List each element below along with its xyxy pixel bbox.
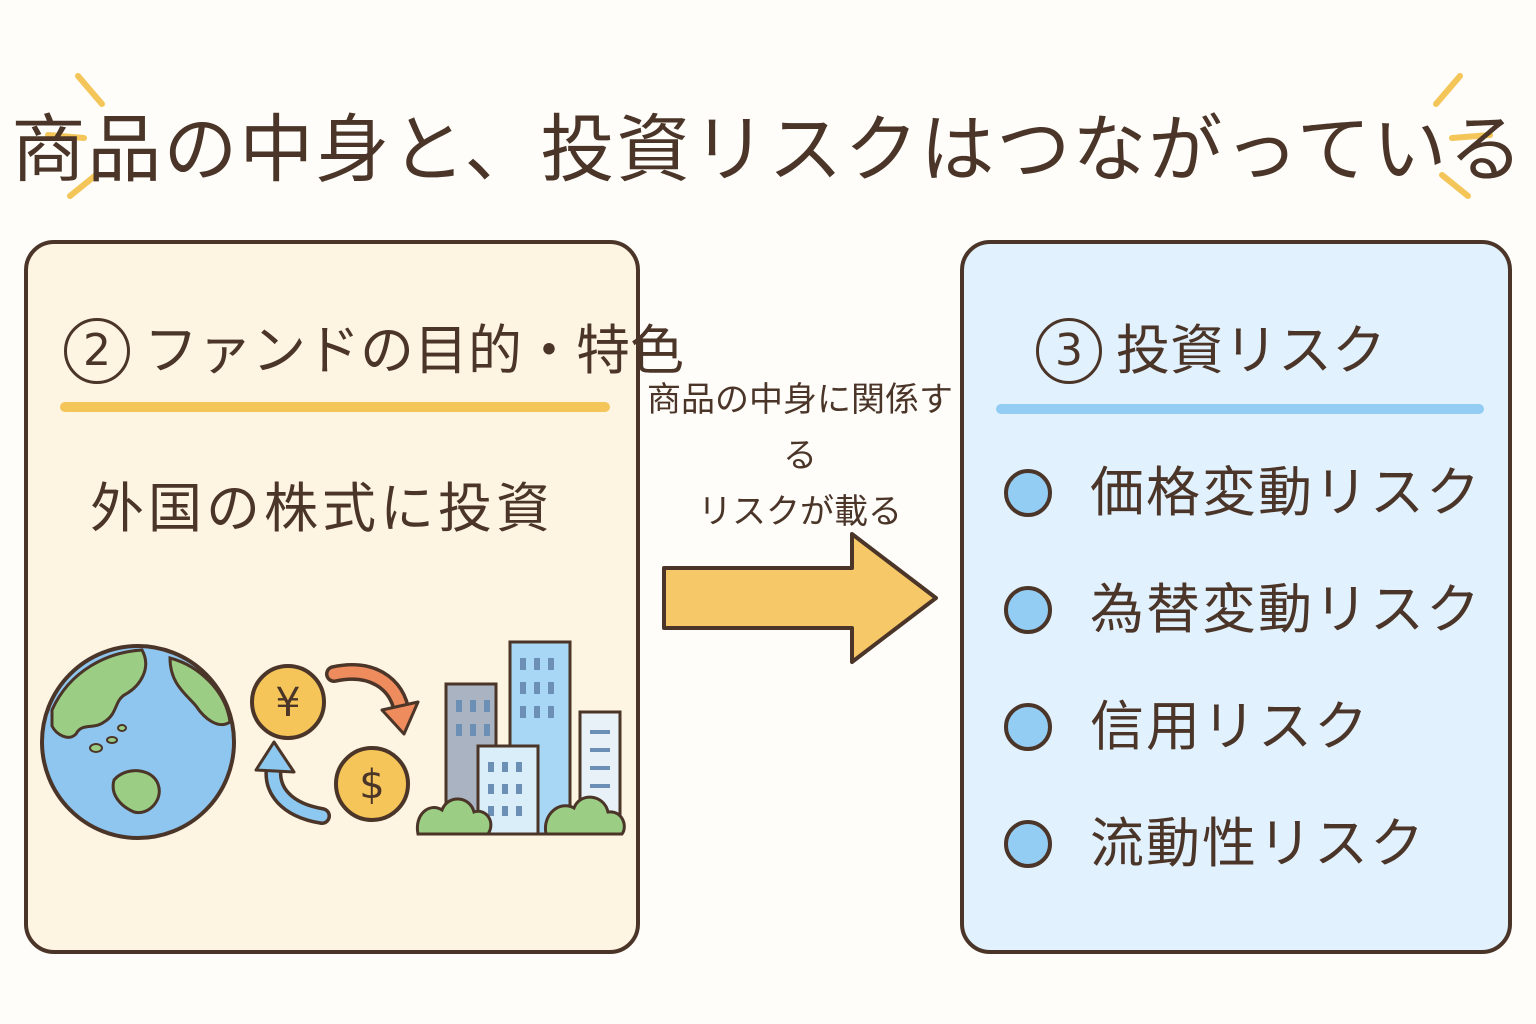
fund-purpose-title: ファンドの目的・特色 [144, 319, 684, 382]
list-item: 為替変動リスク [1004, 581, 1482, 639]
risk-label: 為替変動リスク [1090, 578, 1482, 641]
exchange-arrow-icon [325, 662, 420, 736]
list-item: 流動性リスク [1004, 815, 1482, 873]
step-number-badge: 3 [1036, 318, 1102, 384]
bullet-dot-icon [1004, 820, 1052, 868]
svg-text:¥: ¥ [275, 680, 300, 726]
return-arrow-icon [254, 740, 331, 825]
dollar-coin-icon: $ [334, 746, 410, 822]
right-arrow-icon [662, 532, 938, 664]
caption-line-1: 商品の中身に関係する [647, 380, 953, 476]
investment-risk-panel: 3 投資リスク 価格変動リスク 為替変動リスク 信用リスク 流動性リスク [960, 240, 1512, 954]
globe-icon [40, 644, 236, 840]
risk-label: 流動性リスク [1090, 812, 1426, 875]
bullet-dot-icon [1004, 469, 1052, 517]
sparkle-icons [45, 73, 1493, 199]
fund-description: 外国の株式に投資 [90, 477, 554, 540]
bullet-dot-icon [1004, 703, 1052, 751]
foreign-stock-illustration: ¥ $ [40, 640, 626, 840]
caption-line-2: リスクが載る [698, 492, 902, 532]
heading-underline [996, 404, 1484, 414]
risk-list: 価格変動リスク 為替変動リスク 信用リスク 流動性リスク [1004, 464, 1482, 932]
fund-purpose-heading: 2 ファンドの目的・特色 [64, 318, 684, 384]
risk-label: 価格変動リスク [1090, 461, 1482, 524]
investment-risk-title: 投資リスク [1116, 319, 1386, 382]
main-title: 商品の中身と、投資リスクはつながっている [11, 107, 1525, 193]
connector-caption: 商品の中身に関係する リスクが載る [640, 372, 960, 540]
investment-risk-heading: 3 投資リスク [1036, 318, 1386, 384]
bullet-dot-icon [1004, 586, 1052, 634]
step-number-badge: 2 [64, 318, 130, 384]
list-item: 価格変動リスク [1004, 464, 1482, 522]
city-buildings-icon [415, 640, 626, 836]
svg-text:$: $ [359, 762, 384, 808]
yen-coin-icon: ¥ [250, 664, 326, 740]
heading-underline [60, 402, 610, 412]
list-item: 信用リスク [1004, 698, 1482, 756]
risk-label: 信用リスク [1090, 695, 1370, 758]
